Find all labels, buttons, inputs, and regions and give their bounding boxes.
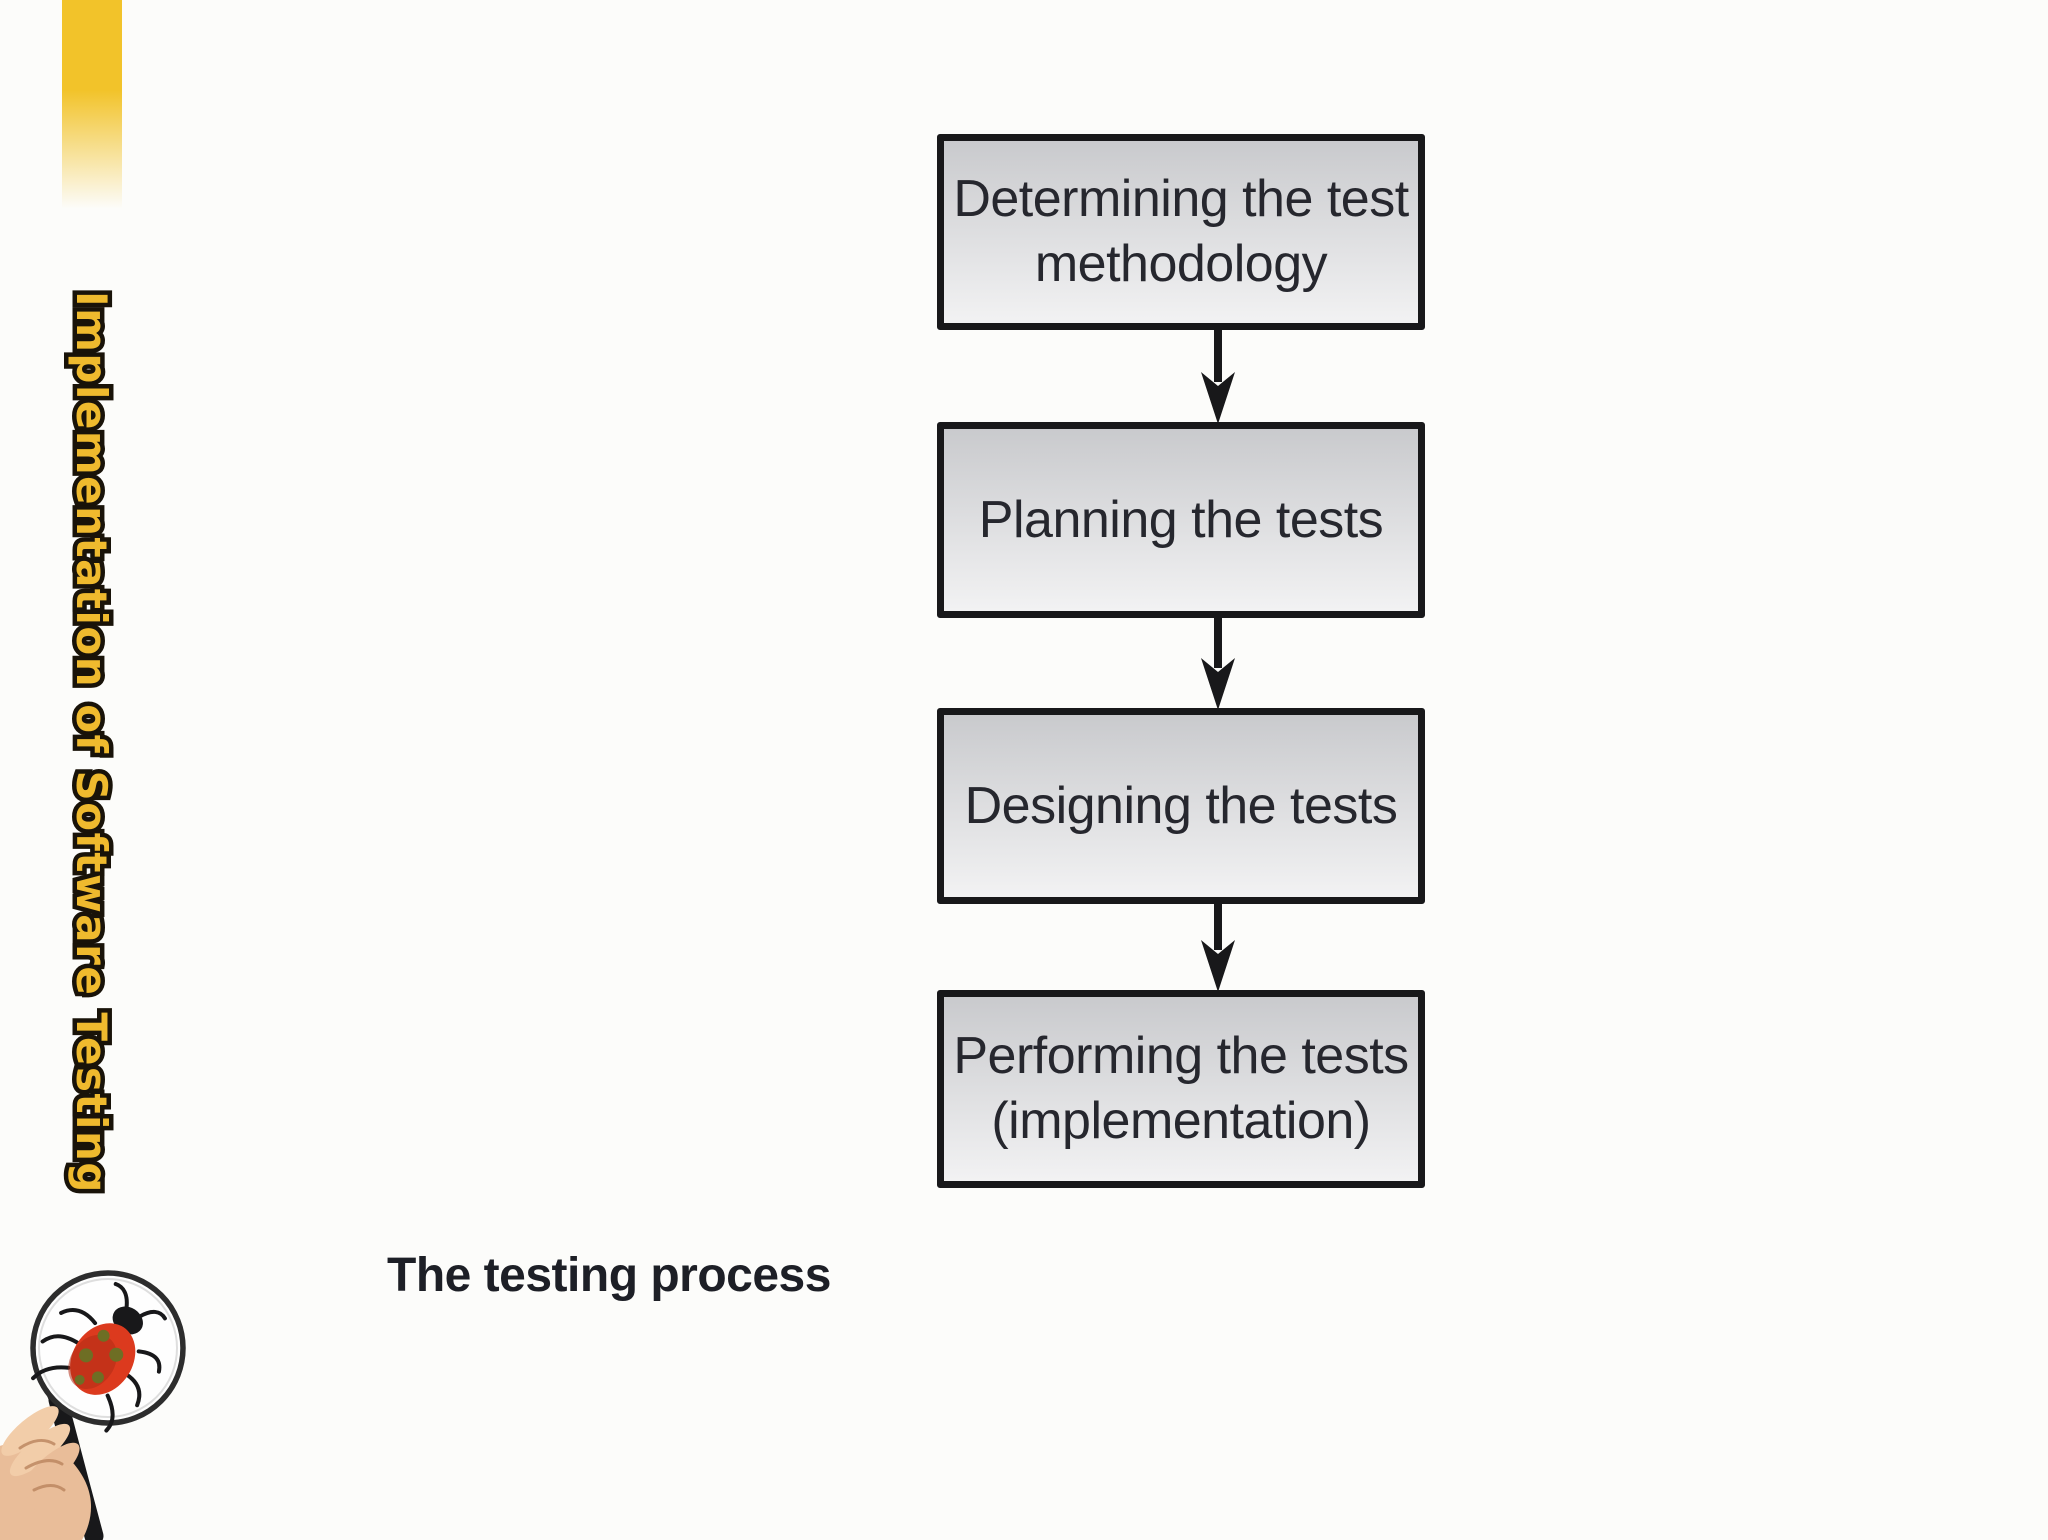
flow-node-determining: Determining the test methodology <box>937 134 1425 330</box>
flow-node-label: Determining the test methodology <box>953 170 1409 293</box>
vertical-title-outline: Implementation of Software Testing <box>63 287 121 1199</box>
flow-node-performing: Performing the tests (implementation) <box>937 990 1425 1188</box>
flow-node-label: Planning the tests <box>978 490 1384 549</box>
ladybug-icon <box>31 1281 167 1433</box>
flow-arrow-down-icon <box>1201 613 1235 710</box>
vertical-title: Implementation of Software Testing Imple… <box>45 280 137 1205</box>
accent-bar <box>62 0 122 215</box>
vertical-title-stack: Implementation of Software Testing Imple… <box>63 287 121 1199</box>
magnifier-ladybug-icon <box>0 1270 186 1540</box>
vertical-title-text: Implementation of Software Testing <box>67 291 116 1194</box>
flow-node-label: Designing the tests <box>964 776 1398 835</box>
hand-illustration <box>0 1406 91 1540</box>
flow-arrow-down-icon <box>1201 901 1235 992</box>
flow-node-label: Performing the tests (implementation) <box>953 1027 1409 1150</box>
flow-node-planning: Planning the tests <box>937 422 1425 618</box>
flow-node-designing: Designing the tests <box>937 708 1425 904</box>
slide-caption: The testing process <box>387 1249 831 1302</box>
flow-arrow-down-icon <box>1201 327 1235 424</box>
